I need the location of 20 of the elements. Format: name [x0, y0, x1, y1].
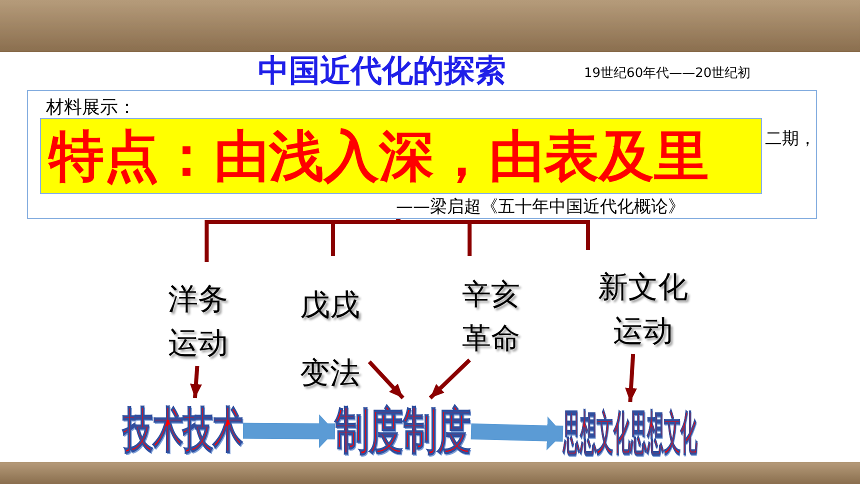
slide-title: 中国近代化的探索 [258, 52, 506, 91]
banner-text: 特点：由浅入深，由表及里 [49, 123, 709, 190]
movement-label: 新文化运动 [588, 266, 698, 354]
movement-label: 洋务运动 [168, 278, 254, 366]
material-text: 二期， [765, 128, 816, 150]
block-arrow [242, 414, 336, 448]
period-note: 19世纪60年代——20世纪初 [584, 65, 751, 82]
arrow [190, 366, 202, 398]
highlight-banner [40, 118, 762, 194]
stage-label: 技术技术 [123, 398, 243, 464]
connector-line [396, 219, 590, 250]
arrow [625, 354, 638, 402]
arrow [368, 360, 404, 400]
arrow [428, 358, 471, 400]
stage-label: 思想文化思想文化 [563, 402, 698, 466]
movement-label: 辛亥革命 [462, 272, 538, 360]
source-citation: ——梁启超《五十年中国近代化概论》 [396, 196, 685, 218]
material-heading: 材料展示： [46, 96, 136, 119]
material-box [27, 90, 817, 219]
stage-label: 制度制度 [335, 398, 471, 465]
